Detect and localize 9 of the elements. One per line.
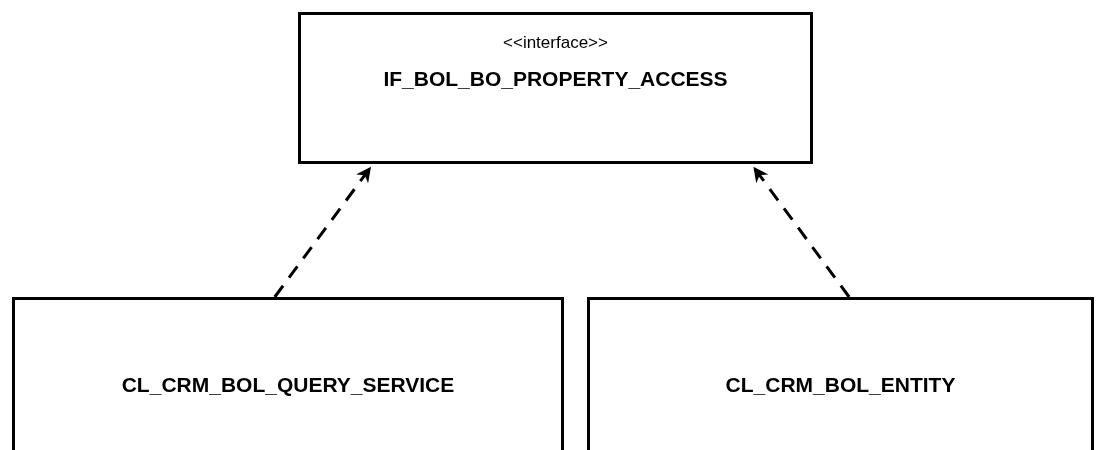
class-box: [12, 297, 564, 450]
class-name: CL_CRM_BOL_ENTITY: [725, 372, 956, 397]
dependency-arrow: [273, 166, 372, 298]
dependency-arrow: [753, 166, 851, 298]
class-name: IF_BOL_BO_PROPERTY_ACCESS: [383, 67, 728, 91]
stereotype-label: <<interface>>: [503, 33, 608, 53]
class-name: CL_CRM_BOL_QUERY_SERVICE: [121, 372, 455, 397]
class-box: [587, 297, 1094, 450]
interface-box: [298, 12, 813, 164]
